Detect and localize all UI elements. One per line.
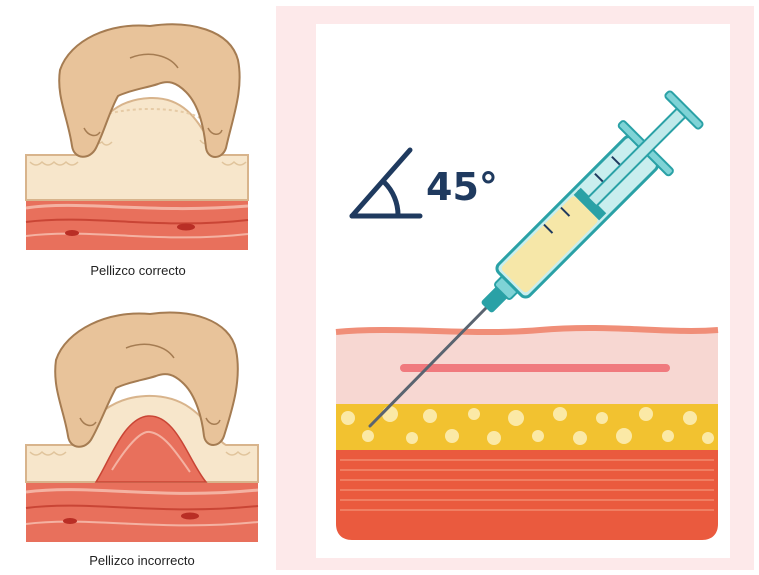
- correct-pinch-caption: Pellizco correcto: [90, 263, 185, 278]
- injection-panel: 45°: [276, 6, 754, 570]
- correct-pinch-panel: Pellizco correcto: [26, 24, 248, 278]
- incorrect-pinch-panel: Pellizco incorrecto: [26, 313, 258, 569]
- blood-vessel: [400, 364, 670, 372]
- muscle-layer: [336, 450, 718, 540]
- angle-label: 45°: [426, 165, 498, 209]
- incorrect-pinch-caption: Pellizco incorrecto: [89, 553, 195, 568]
